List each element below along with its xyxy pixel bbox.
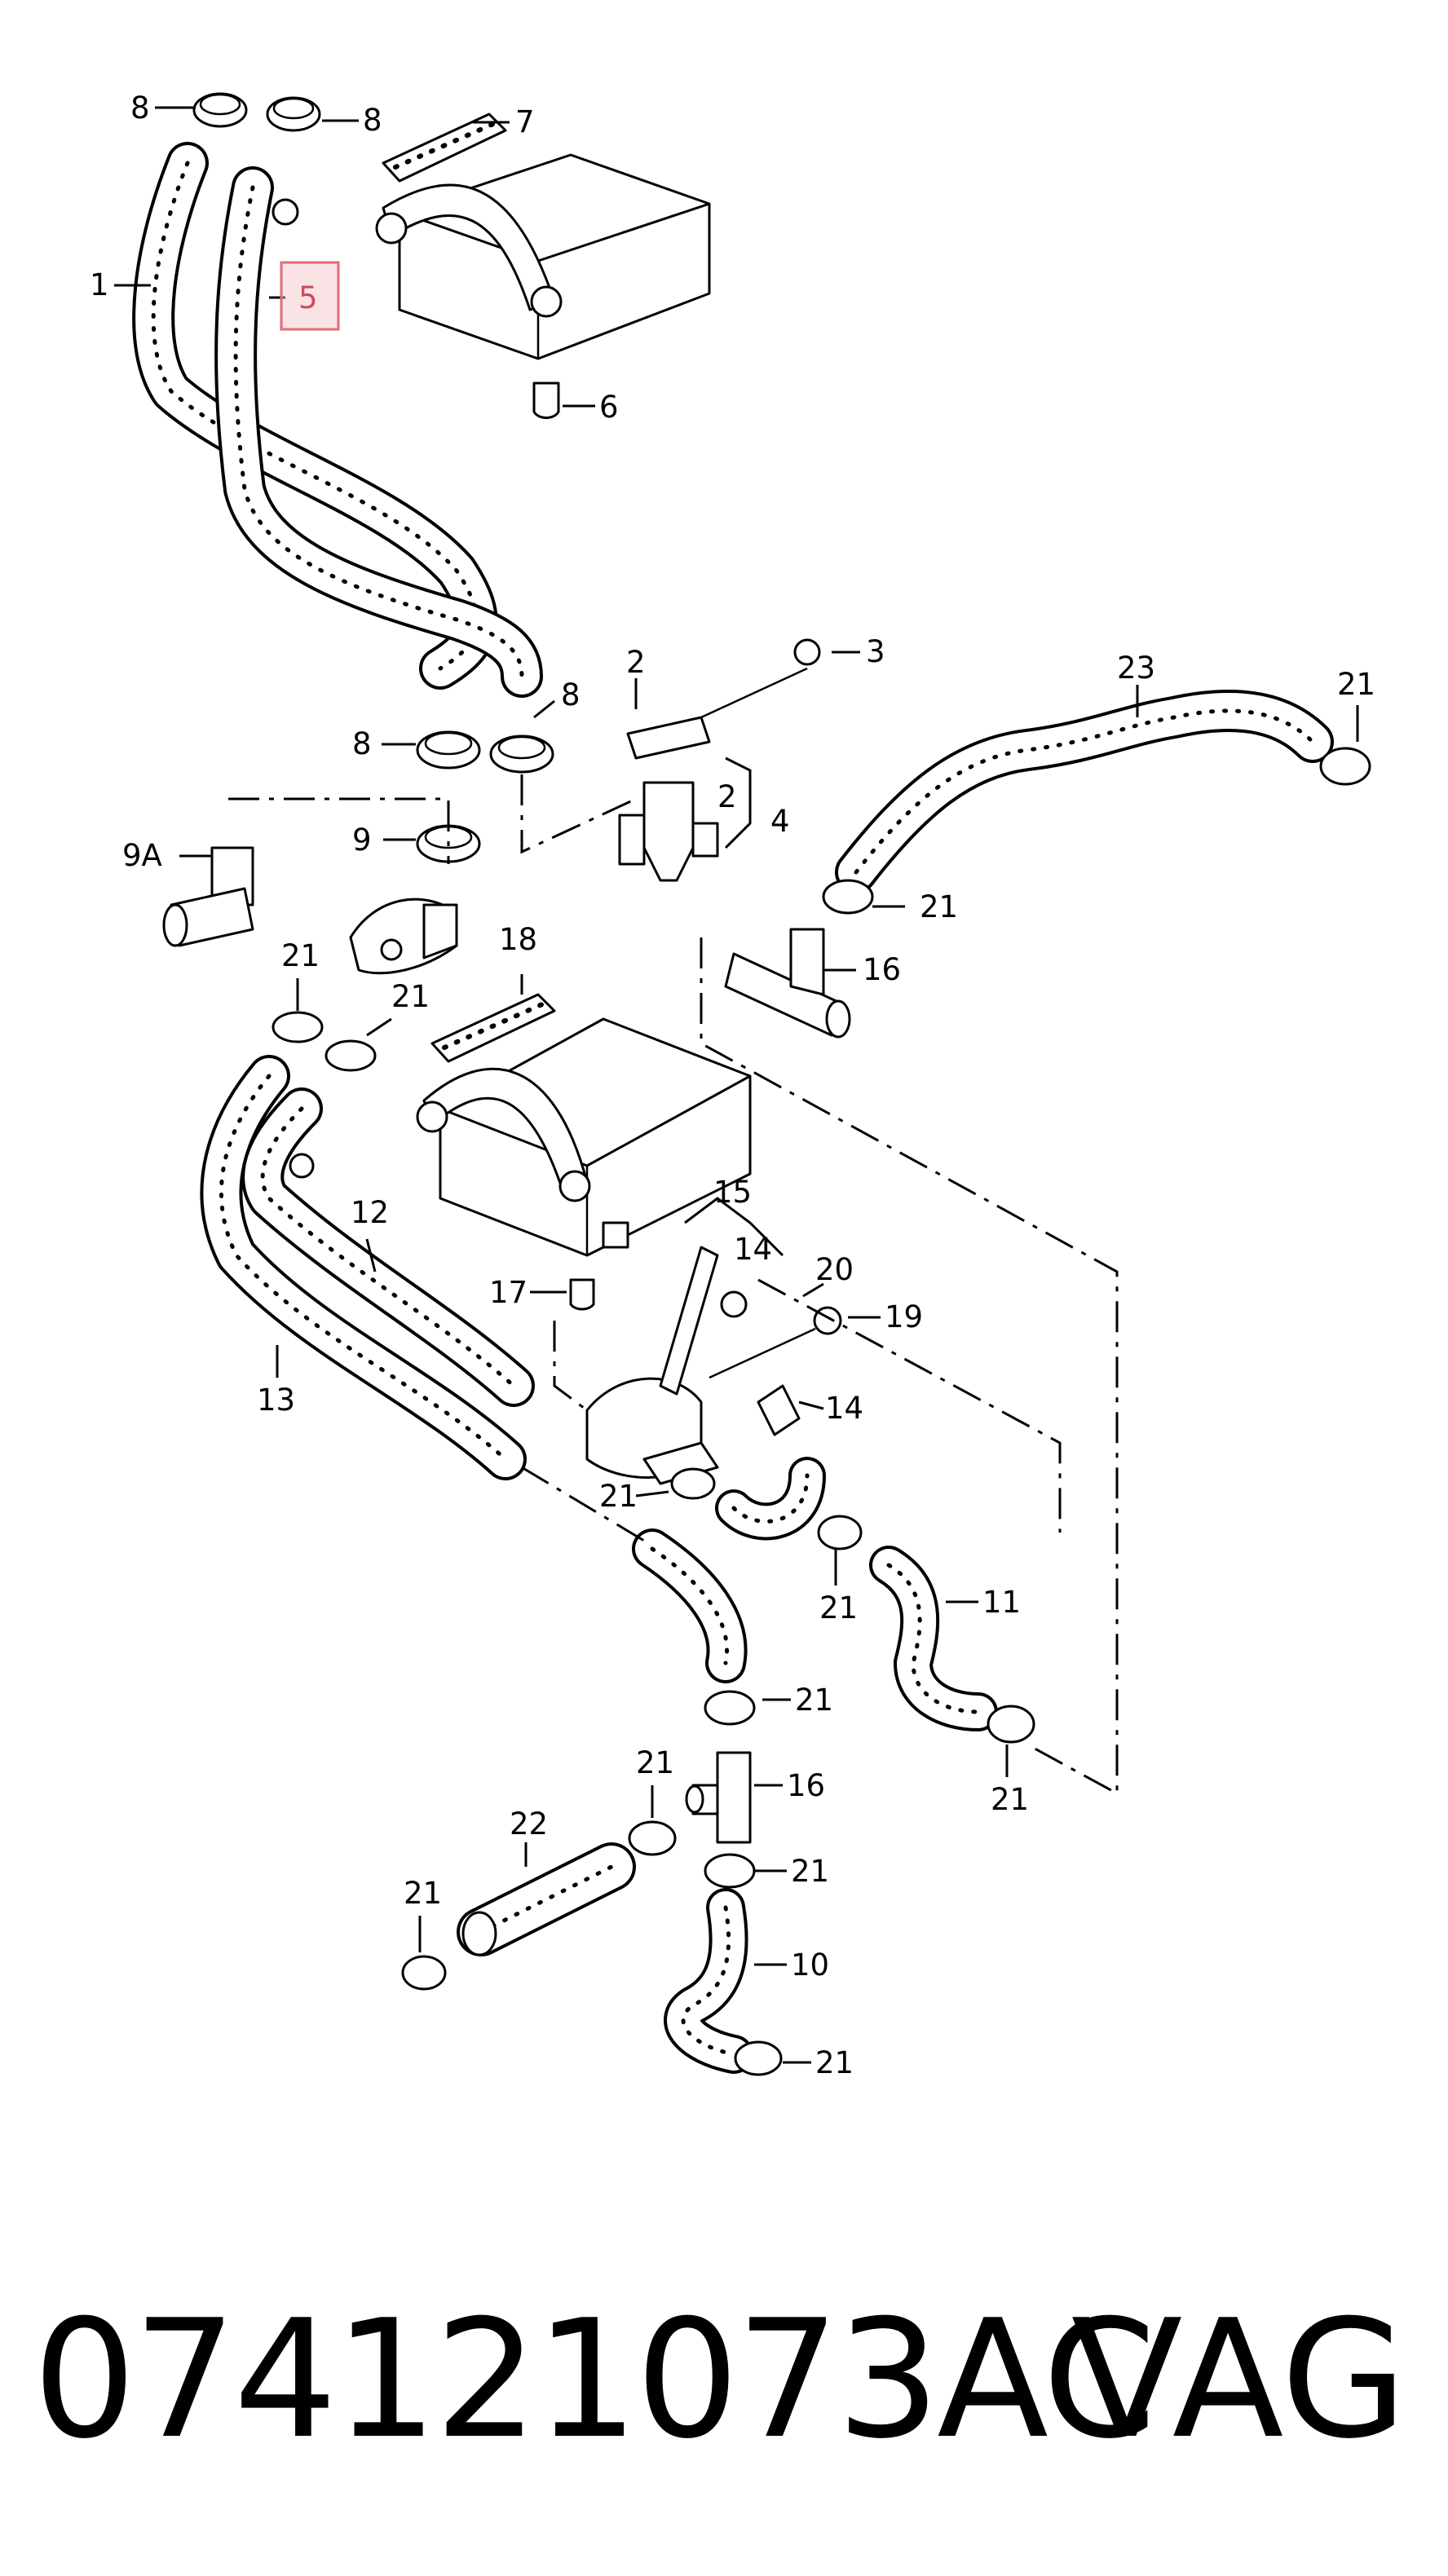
dash-lower-diag bbox=[521, 1466, 645, 1542]
t-connector-16-upper bbox=[724, 928, 851, 1039]
dash-lower-mid bbox=[553, 1321, 588, 1412]
callout-14-a: 14 bbox=[734, 1232, 772, 1267]
dash-upper-2 bbox=[520, 774, 637, 854]
callout-13: 13 bbox=[257, 1383, 295, 1418]
elbow-outlet bbox=[715, 1457, 826, 1541]
parts-exploded-diagram: 8 8 7 1 5 6 2 3 8 8 2 4 9 9A 23 21 21 16… bbox=[90, 90, 1375, 2080]
callout-21-h: 21 bbox=[636, 1745, 674, 1780]
callout-8-a: 8 bbox=[130, 90, 150, 126]
callout-22: 22 bbox=[510, 1806, 548, 1842]
callout-3: 3 bbox=[866, 634, 885, 669]
brand-name: VAG bbox=[1071, 2285, 1407, 2475]
callout-7: 7 bbox=[515, 104, 535, 139]
callout-11: 11 bbox=[982, 1585, 1021, 1620]
t-connector-16-lower bbox=[685, 1751, 752, 1844]
gasket-upper bbox=[382, 112, 507, 183]
part-number: 074121073AC bbox=[33, 2285, 1156, 2475]
callout-21-c: 21 bbox=[281, 938, 320, 973]
clamp-21-hose-10 bbox=[734, 2040, 783, 2076]
dash-upper-1 bbox=[228, 797, 450, 864]
callout-14-b: 14 bbox=[825, 1391, 863, 1426]
callout-16-b: 16 bbox=[787, 1768, 825, 1803]
hose-23 bbox=[835, 689, 1334, 893]
clamp-21-upper-mid bbox=[822, 879, 874, 915]
callout-21-b: 21 bbox=[920, 889, 958, 924]
callout-2-b: 2 bbox=[717, 779, 737, 814]
callout-15: 15 bbox=[713, 1175, 752, 1210]
callout-21-a: 21 bbox=[1337, 667, 1375, 702]
callout-8-c: 8 bbox=[561, 677, 581, 712]
valve-assembly-14 bbox=[585, 1221, 842, 1485]
clamp-8-mid-right bbox=[489, 734, 554, 774]
hose-13 bbox=[200, 1055, 527, 1480]
callout-8-d: 8 bbox=[352, 726, 372, 761]
callout-17: 17 bbox=[489, 1275, 528, 1310]
callout-9a: 9A bbox=[122, 838, 162, 873]
callout-4: 4 bbox=[770, 804, 790, 839]
clamp-21-tee-left bbox=[628, 1820, 677, 1856]
connector-9a bbox=[162, 846, 254, 947]
callout-21-e: 21 bbox=[599, 1479, 638, 1514]
clamp-8-top-right bbox=[266, 96, 321, 132]
flange-elbow bbox=[349, 898, 458, 975]
callout-5-highlight bbox=[280, 261, 340, 331]
part-footer: 074121073AC VAG bbox=[0, 2274, 1448, 2486]
clamp-21-lower-a bbox=[272, 1011, 324, 1043]
dash-lower-right bbox=[700, 937, 1119, 1796]
hose-5 bbox=[214, 166, 543, 698]
callout-labels: 8 8 7 1 5 6 2 3 8 8 2 4 9 9A 23 21 21 16… bbox=[90, 90, 1375, 2080]
clamp-21-outlet bbox=[817, 1515, 863, 1550]
callout-1: 1 bbox=[90, 267, 109, 302]
callout-18: 18 bbox=[499, 922, 537, 957]
hose-10 bbox=[664, 1888, 753, 2074]
heater-core-upper bbox=[375, 153, 711, 419]
clamp-21-lower-b bbox=[324, 1039, 377, 1072]
callout-19: 19 bbox=[885, 1299, 923, 1334]
clamp-21-tee-bottom bbox=[704, 1853, 756, 1889]
callout-5: 5 bbox=[298, 280, 318, 315]
callout-21-j: 21 bbox=[791, 1854, 829, 1889]
callout-8-b: 8 bbox=[363, 103, 382, 138]
callout-23: 23 bbox=[1117, 651, 1155, 686]
leader-lines bbox=[114, 106, 1359, 2064]
dash-valve-right bbox=[757, 1278, 1062, 1533]
callout-21-f: 21 bbox=[819, 1590, 858, 1625]
hose-center-lower bbox=[632, 1528, 748, 1683]
callout-10: 10 bbox=[791, 1947, 829, 1983]
clamp-21-valve bbox=[670, 1467, 716, 1500]
clamp-21-upper-right bbox=[1319, 747, 1371, 786]
clamp-21-center bbox=[704, 1690, 756, 1726]
gasket-lower bbox=[430, 993, 556, 1063]
callout-6: 6 bbox=[599, 390, 619, 425]
heater-valve-4 bbox=[618, 638, 821, 882]
clamp-8-mid-left bbox=[416, 730, 481, 770]
heater-core-lower bbox=[416, 1017, 752, 1311]
callout-9: 9 bbox=[352, 823, 372, 858]
callout-21-d: 21 bbox=[391, 979, 430, 1014]
clamp-21-hose-11 bbox=[987, 1705, 1035, 1744]
clamp-8-top-left bbox=[192, 92, 248, 128]
hose-12 bbox=[241, 1087, 535, 1407]
callout-21-k: 21 bbox=[404, 1876, 442, 1911]
callout-21-i: 21 bbox=[991, 1782, 1029, 1817]
clamp-21-hose-22 bbox=[401, 1955, 447, 1991]
hose-11 bbox=[869, 1546, 998, 1731]
callout-12: 12 bbox=[351, 1195, 389, 1230]
callout-20: 20 bbox=[815, 1252, 854, 1287]
callout-21-l: 21 bbox=[815, 2045, 854, 2080]
hose-22 bbox=[457, 1842, 636, 1956]
callout-21-g: 21 bbox=[795, 1683, 833, 1718]
callout-2-a: 2 bbox=[626, 645, 646, 680]
callout-16-a: 16 bbox=[863, 952, 901, 987]
